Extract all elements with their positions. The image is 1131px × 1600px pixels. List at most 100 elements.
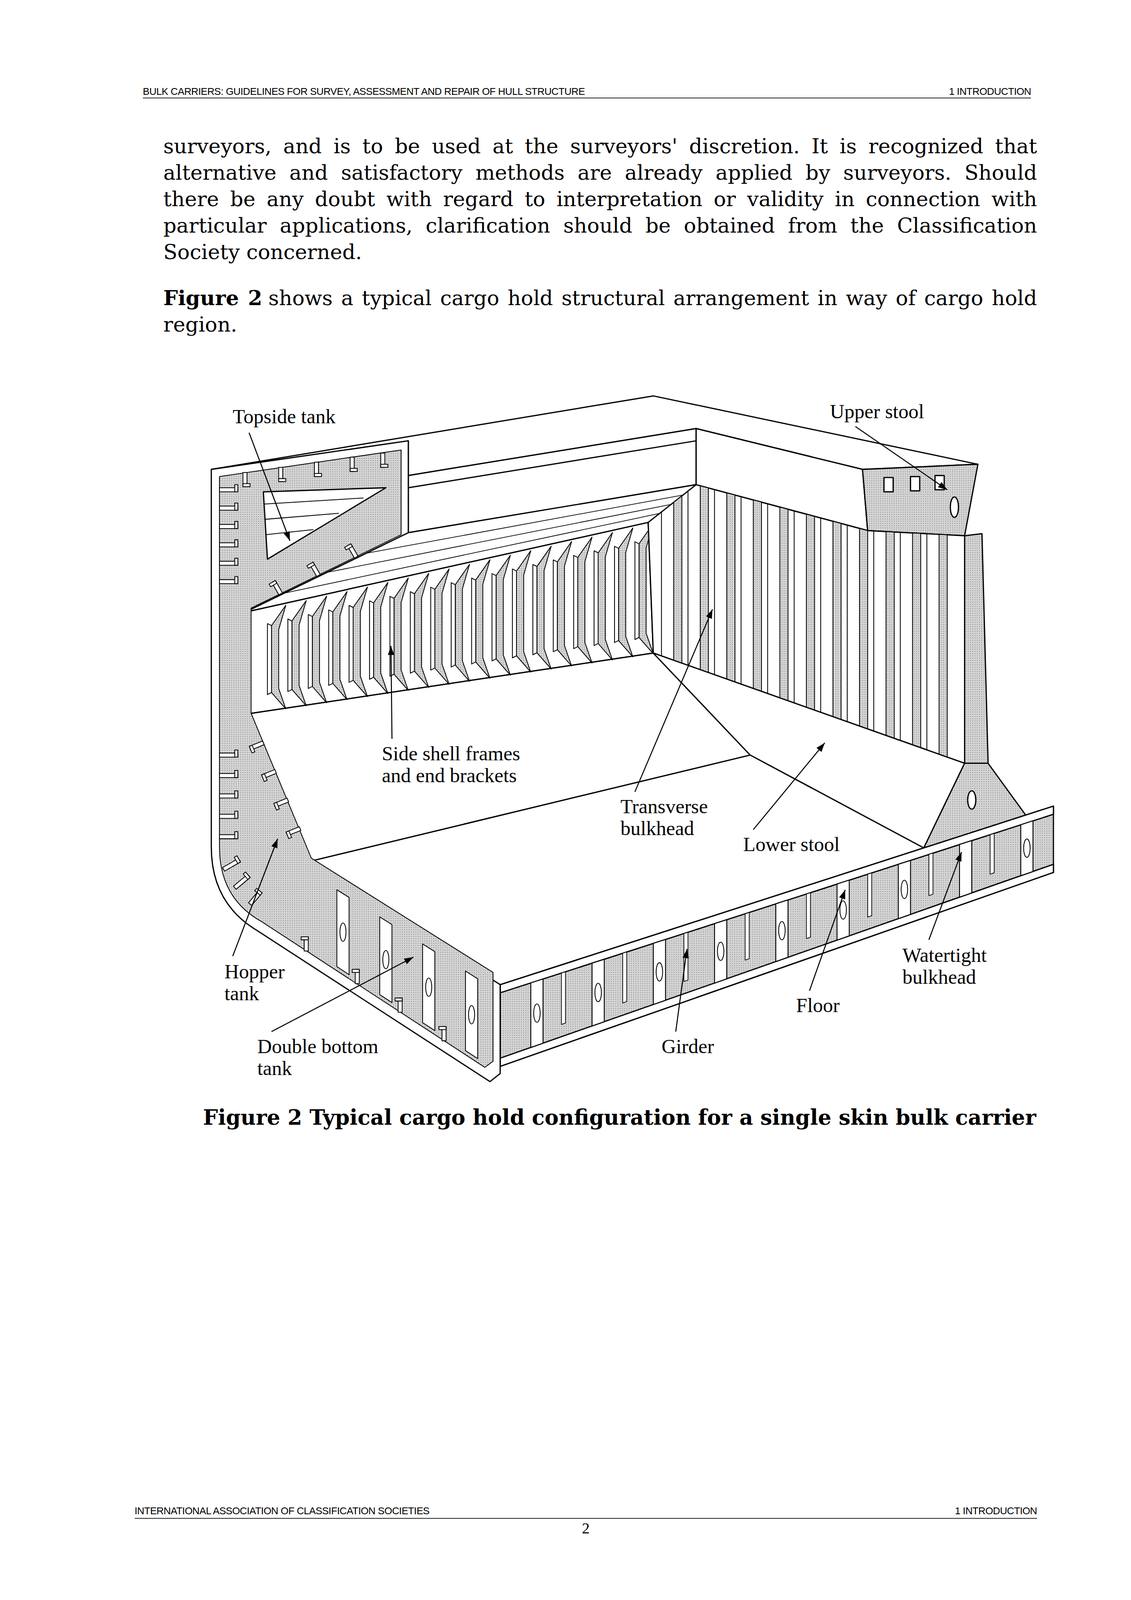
lightening-hole bbox=[425, 978, 432, 997]
stiffener-flange bbox=[273, 802, 280, 811]
frame-flange bbox=[532, 564, 537, 656]
frame-flange bbox=[430, 587, 435, 671]
bottom-girder-plate bbox=[422, 943, 435, 1031]
lightening-hole bbox=[382, 950, 389, 970]
corrugation-side bbox=[886, 531, 895, 739]
frame-web bbox=[577, 536, 592, 663]
bottom-girder-plate bbox=[336, 890, 350, 975]
lightening-hole bbox=[339, 923, 346, 942]
stiffener-flange bbox=[234, 521, 239, 529]
stiffener-flange bbox=[352, 969, 360, 973]
stiffener-flange bbox=[380, 464, 389, 468]
longitudinal-stiffener bbox=[219, 558, 238, 566]
stiffener-flange bbox=[261, 773, 267, 782]
frame-web bbox=[353, 587, 368, 697]
longitudinal-stiffener bbox=[314, 462, 322, 477]
frame-flange bbox=[308, 614, 313, 689]
hatch-coaming-edge bbox=[408, 440, 697, 488]
body-paragraph: surveyors, and is to be used at the surv… bbox=[163, 133, 1038, 266]
upper-stool-stiffener bbox=[884, 477, 894, 492]
part-label: Lower stool bbox=[743, 833, 840, 856]
body-text: shows a typical cargo hold structural ar… bbox=[163, 286, 1038, 337]
part-label: Upper stool bbox=[829, 401, 925, 423]
corrugation-side bbox=[726, 493, 735, 683]
part-label: Transverse bulkhead bbox=[620, 796, 728, 841]
lightening-hole bbox=[901, 880, 908, 899]
longitudinal-stiffener bbox=[352, 969, 360, 984]
leader-line bbox=[271, 957, 414, 1032]
frame-web bbox=[557, 541, 572, 667]
longitudinal-stiffener bbox=[269, 580, 283, 597]
frame-web bbox=[475, 559, 490, 679]
part-label: Hopper tank bbox=[224, 961, 300, 1006]
corrugation-side bbox=[700, 485, 709, 673]
longitudinal-stiffener bbox=[261, 769, 278, 782]
frame-flange bbox=[614, 546, 619, 643]
stiffener-flange bbox=[249, 745, 256, 754]
corrugation-edge bbox=[820, 518, 822, 713]
longitudinal-stiffener bbox=[219, 750, 238, 758]
frame-web bbox=[312, 596, 327, 704]
part-label: Girder bbox=[661, 1036, 715, 1059]
lightening-hole bbox=[594, 983, 602, 1002]
stiffener-flange bbox=[286, 831, 292, 840]
stiffener-flange bbox=[349, 468, 358, 472]
corrugation-edge bbox=[846, 525, 848, 722]
upper-stool-stiffener bbox=[910, 476, 920, 491]
floor-plate bbox=[898, 860, 911, 919]
stiffener-flange bbox=[234, 791, 239, 799]
corrugation-side bbox=[806, 514, 815, 711]
longitudinal-stiffener bbox=[219, 831, 238, 840]
longitudinal-stiffener bbox=[219, 791, 238, 799]
double-bottom-section bbox=[336, 890, 478, 1059]
stiffener-flange bbox=[234, 558, 239, 566]
topside-tank-opening bbox=[263, 487, 386, 560]
frame-flange bbox=[451, 582, 456, 668]
frame-flange bbox=[349, 605, 354, 683]
frame-flange bbox=[594, 551, 599, 647]
longitudinal-stiffener bbox=[219, 576, 238, 584]
part-label: Watertight bulkhead bbox=[902, 944, 1003, 990]
lightening-hole bbox=[1023, 839, 1031, 858]
bulkhead-cut-edge bbox=[964, 533, 988, 764]
lightening-hole bbox=[656, 963, 663, 982]
longitudinal-stiffener bbox=[380, 453, 389, 468]
floor-plate bbox=[959, 840, 972, 898]
corrugation-side bbox=[859, 528, 868, 730]
longitudinal-stiffener bbox=[395, 998, 403, 1013]
longitudinal-stiffener bbox=[349, 457, 358, 472]
corrugation-edge bbox=[740, 496, 742, 685]
stiffener-flange bbox=[242, 483, 251, 487]
bottom-girder-plate bbox=[379, 917, 392, 1003]
floor-plate bbox=[530, 979, 543, 1048]
longitudinal-stiffener bbox=[220, 855, 241, 872]
frame-flange bbox=[553, 560, 558, 652]
frame-web bbox=[495, 555, 511, 676]
lightening-hole bbox=[839, 901, 847, 920]
stiffener-flange bbox=[307, 562, 315, 569]
girder-stiffener bbox=[622, 952, 627, 1004]
frame-flange bbox=[410, 591, 415, 674]
footer-rule bbox=[134, 1518, 1038, 1519]
frame-flange bbox=[635, 542, 640, 640]
corrugation-edge bbox=[793, 510, 795, 704]
running-footer: 1 INTRODUCTION bbox=[954, 1505, 1038, 1518]
running-footer: INTERNATIONAL ASSOCIATION OF CLASSIFICAT… bbox=[134, 1505, 430, 1518]
corrugation-edge bbox=[873, 531, 875, 732]
lightening-hole bbox=[778, 921, 786, 940]
girder-stiffener bbox=[561, 972, 566, 1026]
leader-line bbox=[809, 890, 845, 991]
double-bottom-floors bbox=[530, 821, 1033, 1048]
floor-plate bbox=[837, 880, 850, 941]
stiffener-flange bbox=[234, 770, 239, 778]
floor-plate bbox=[592, 959, 605, 1027]
longitudinal-stiffener bbox=[231, 872, 251, 890]
longitudinal-stiffener bbox=[286, 826, 303, 839]
corrugation-side bbox=[779, 507, 788, 701]
longitudinal-stiffener bbox=[219, 484, 238, 493]
header-rule bbox=[142, 97, 1032, 99]
floor-plate bbox=[714, 919, 727, 984]
upper-stool-section bbox=[862, 464, 979, 537]
floor-plate bbox=[775, 900, 788, 962]
girder-stiffener bbox=[806, 892, 811, 939]
